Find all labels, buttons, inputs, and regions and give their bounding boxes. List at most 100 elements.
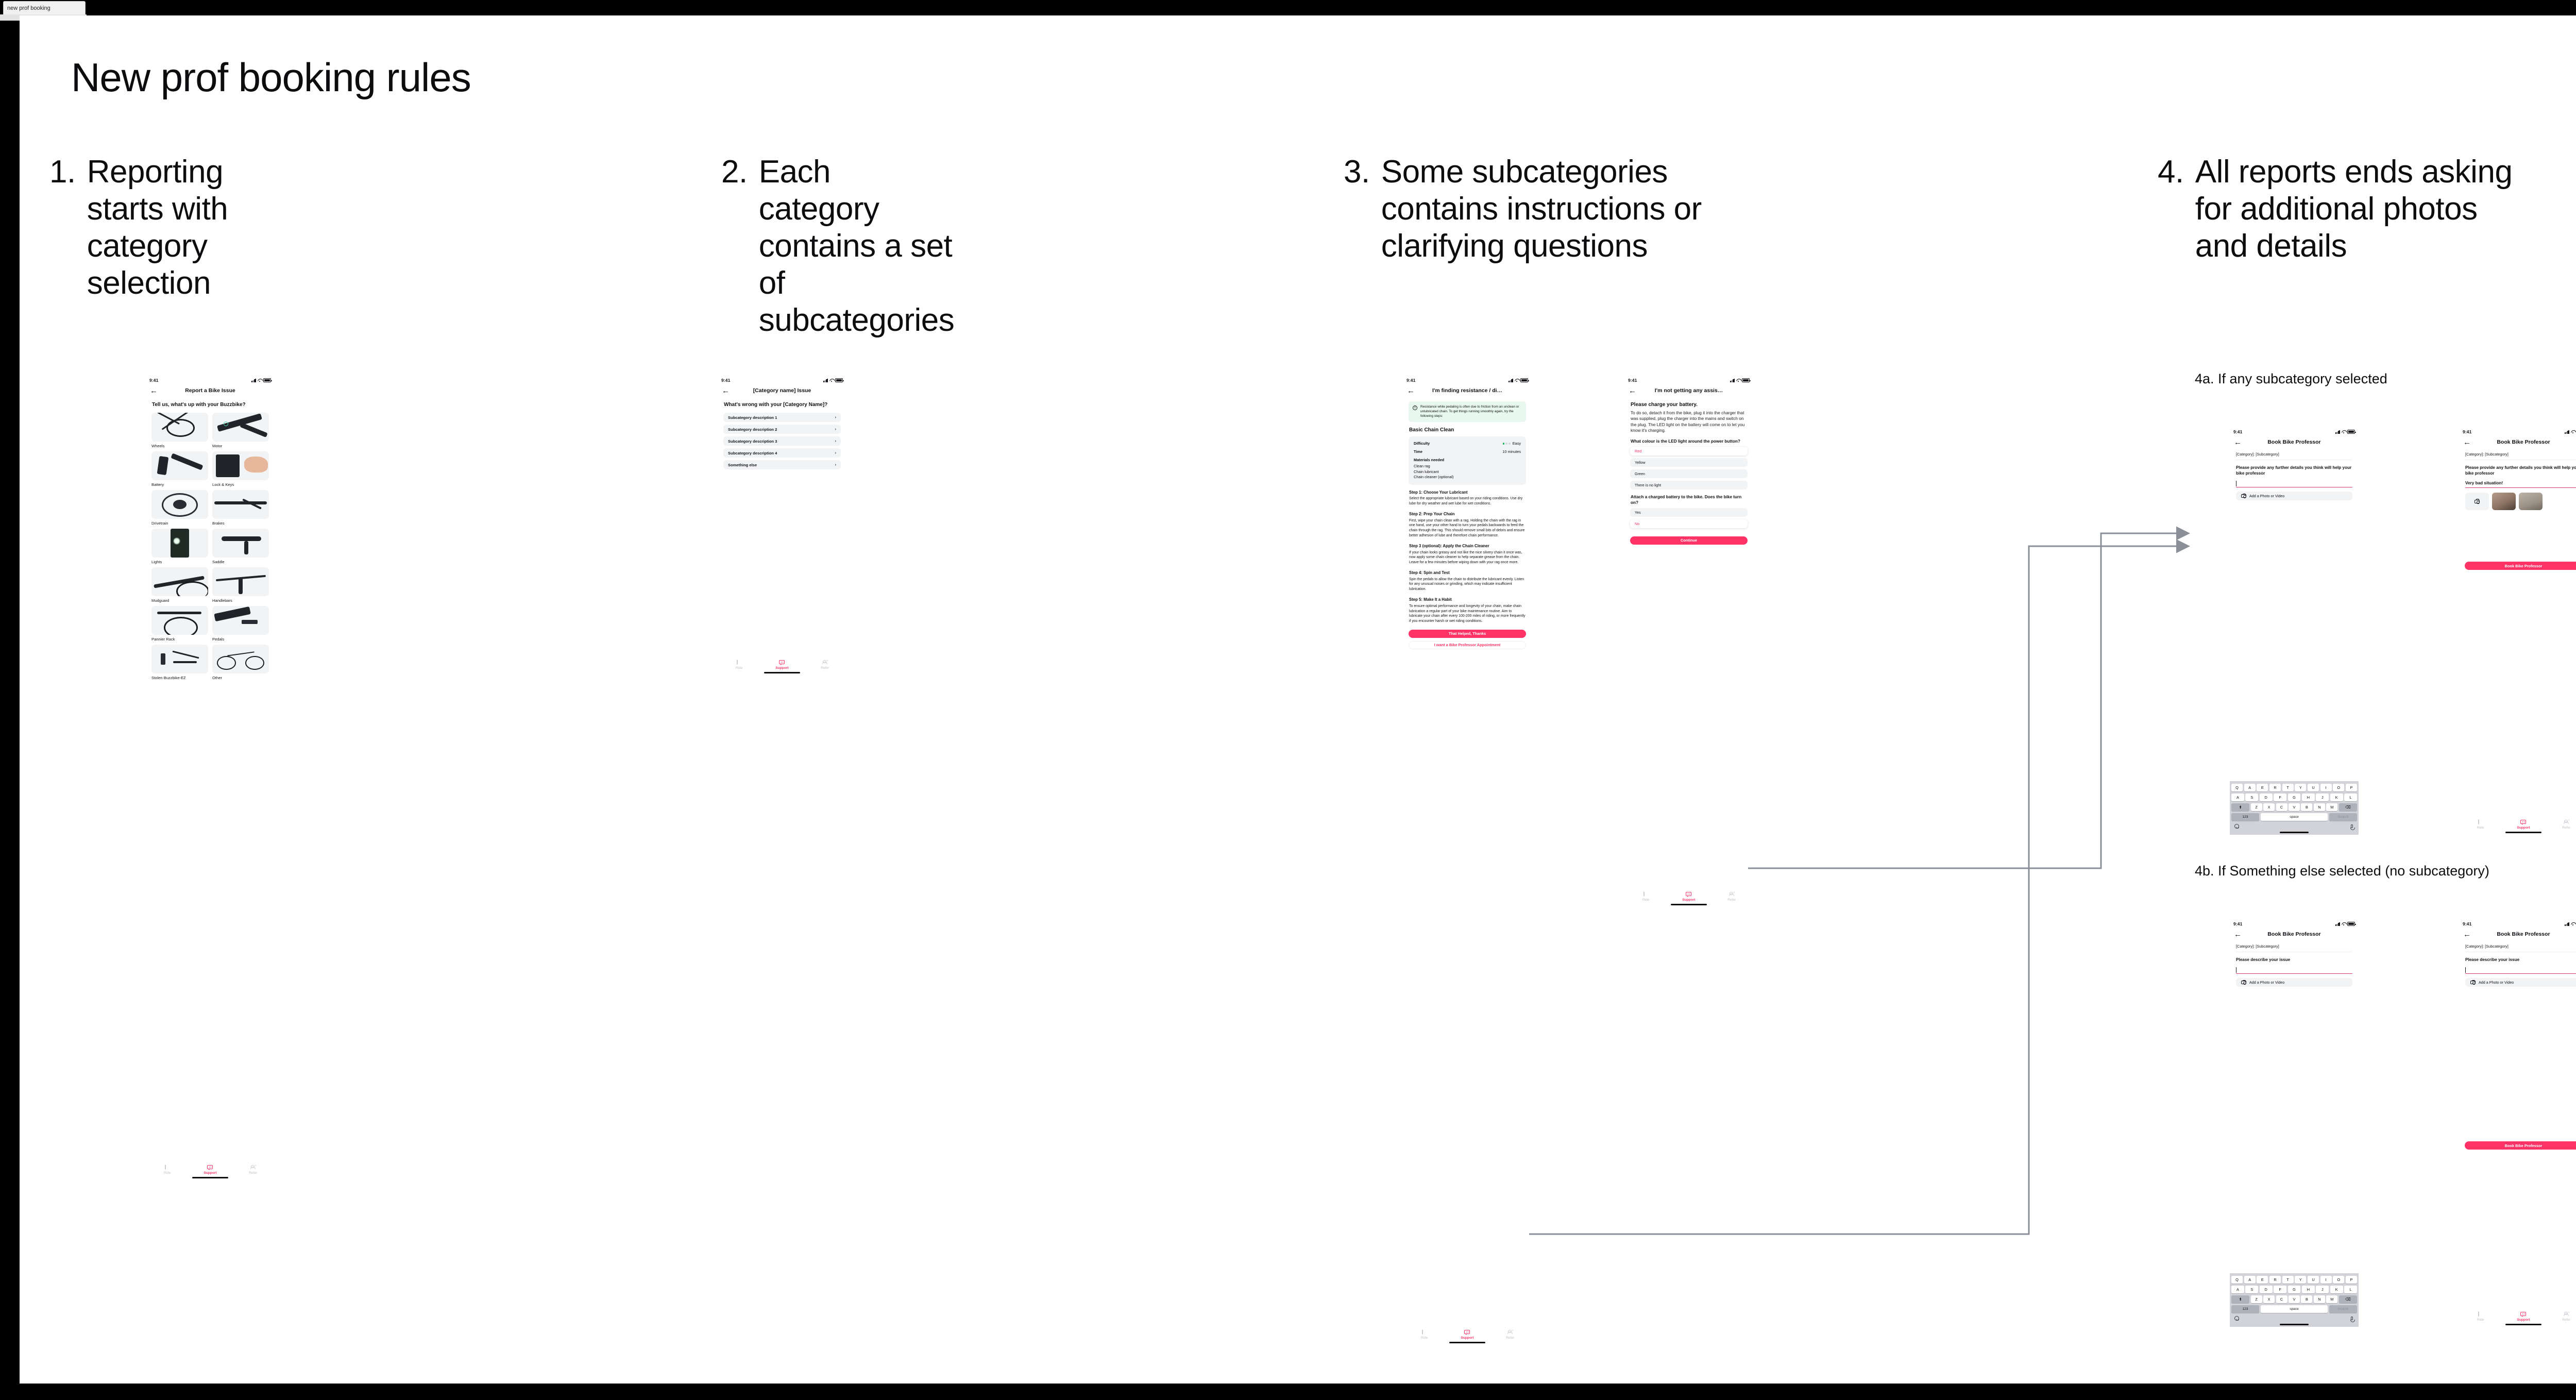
emoji-icon[interactable] [2234, 824, 2240, 829]
key-N[interactable]: N [2313, 803, 2325, 812]
details-input[interactable] [2236, 480, 2352, 488]
search-key[interactable]: Search [2329, 1305, 2357, 1313]
key-Y[interactable]: Y [2295, 784, 2307, 792]
key-F[interactable]: F [2274, 1286, 2287, 1294]
tab-refer[interactable]: +Refer [232, 1164, 275, 1175]
key-G[interactable]: G [2287, 794, 2301, 802]
tab-refer[interactable]: +Refer [2545, 819, 2576, 830]
category-cell[interactable]: Lock & Keys [212, 451, 269, 487]
describe-input[interactable] [2236, 966, 2352, 974]
back-arrow-icon[interactable]: ← [2234, 930, 2242, 939]
key-O[interactable]: O [2333, 784, 2345, 792]
back-arrow-icon[interactable]: ← [722, 386, 730, 395]
key-J[interactable]: J [2316, 1286, 2329, 1294]
tab-support[interactable]: Support [2502, 1311, 2545, 1322]
tab-ride[interactable]: Ride [2459, 1311, 2502, 1322]
category-cell[interactable]: Battery [151, 451, 208, 487]
key-S[interactable]: S [2245, 1286, 2259, 1294]
tab-support[interactable]: Support [2502, 819, 2545, 830]
category-cell[interactable]: Stolen Buzzbike-EZ [151, 645, 208, 680]
tab-support[interactable]: Support [189, 1164, 231, 1175]
search-key[interactable]: Search [2329, 813, 2357, 821]
key-V[interactable]: V [2289, 1295, 2300, 1304]
add-photo-tile[interactable] [2465, 493, 2489, 511]
category-cell[interactable]: Mudguard [151, 567, 208, 603]
key-I[interactable]: I [2320, 1276, 2332, 1284]
add-photo-button[interactable]: Add a Photo or Video [2236, 492, 2352, 501]
category-cell[interactable]: Wheels [151, 413, 208, 448]
tab-support[interactable]: Support [760, 659, 803, 670]
category-cell[interactable]: Handlebars [212, 567, 269, 603]
key-P[interactable]: P [2345, 1276, 2358, 1284]
key-Q[interactable]: Q [2231, 1276, 2243, 1284]
key-R[interactable]: R [2269, 1276, 2281, 1284]
key-S[interactable]: S [2245, 794, 2259, 802]
backspace-key[interactable]: ⌫ [2338, 1295, 2357, 1304]
numbers-key[interactable]: 123 [2231, 1305, 2260, 1313]
microphone-icon[interactable] [2350, 1317, 2355, 1322]
back-arrow-icon[interactable]: ← [2463, 930, 2471, 939]
tab-refer[interactable]: +Refer [804, 659, 846, 670]
key-V[interactable]: V [2289, 803, 2300, 812]
space-key[interactable]: space [2260, 1305, 2328, 1313]
key-E[interactable]: E [2257, 1276, 2268, 1284]
attachment-photo-2[interactable] [2519, 493, 2543, 511]
emoji-icon[interactable] [2234, 1316, 2240, 1321]
continue-button[interactable]: Continue [1630, 536, 1748, 545]
browser-tab[interactable]: new prof booking [3, 1, 86, 14]
subcategory-item[interactable]: Subcategory description 1› [723, 413, 841, 422]
tab-refer[interactable]: +Refer [1710, 891, 1753, 902]
tab-ride[interactable]: Ride [1403, 1329, 1446, 1340]
category-cell[interactable]: Motor [212, 413, 269, 448]
key-U[interactable]: U [2307, 784, 2319, 792]
key-Z[interactable]: Z [2250, 1295, 2262, 1304]
answer-option[interactable]: No [1630, 519, 1748, 528]
shift-key[interactable]: ⬆ [2231, 1295, 2250, 1304]
tab-ride[interactable]: Ride [2459, 819, 2502, 830]
answer-option[interactable]: There is no light [1630, 480, 1748, 490]
key-A[interactable]: A [2231, 1286, 2244, 1294]
subcategory-item[interactable]: Subcategory description 2› [723, 425, 841, 434]
tab-refer[interactable]: +Refer [1489, 1329, 1532, 1340]
book-bike-professor-button[interactable]: Book Bike Professor [2465, 562, 2576, 570]
key-J[interactable]: J [2316, 794, 2329, 802]
answer-option[interactable]: Green [1630, 469, 1748, 478]
shift-key[interactable]: ⬆ [2231, 803, 2250, 812]
key-Z[interactable]: Z [2250, 803, 2262, 812]
category-cell[interactable]: Other [212, 645, 269, 680]
subcategory-item[interactable]: Subcategory description 4› [723, 448, 841, 458]
key-A[interactable]: A [2244, 784, 2256, 792]
key-M[interactable]: M [2326, 803, 2338, 812]
key-A[interactable]: A [2231, 794, 2244, 802]
attachment-photo-1[interactable] [2492, 493, 2516, 511]
key-L[interactable]: L [2344, 1286, 2358, 1294]
key-D[interactable]: D [2259, 794, 2273, 802]
category-cell[interactable]: Saddle [212, 529, 269, 564]
key-N[interactable]: N [2313, 1295, 2325, 1304]
key-T[interactable]: T [2282, 784, 2294, 792]
key-X[interactable]: X [2263, 1295, 2275, 1304]
category-cell[interactable]: Lights [151, 529, 208, 564]
key-O[interactable]: O [2333, 1276, 2345, 1284]
add-photo-button[interactable]: Add a Photo or Video [2465, 978, 2576, 987]
answer-option[interactable]: Red [1630, 446, 1748, 456]
key-F[interactable]: F [2274, 794, 2287, 802]
key-P[interactable]: P [2345, 784, 2358, 792]
tab-ride[interactable]: Ride [718, 659, 760, 670]
key-C[interactable]: C [2276, 1295, 2287, 1304]
category-cell[interactable]: Pedals [212, 606, 269, 642]
numbers-key[interactable]: 123 [2231, 813, 2260, 821]
details-answer[interactable]: Very bad situation! [2465, 481, 2503, 486]
back-arrow-icon[interactable]: ← [150, 386, 158, 395]
backspace-key[interactable]: ⌫ [2338, 803, 2357, 812]
subcategory-item[interactable]: Something else› [723, 460, 841, 469]
category-cell[interactable]: Pannier Rack [151, 606, 208, 642]
category-cell[interactable]: Brakes [212, 490, 269, 526]
key-B[interactable]: B [2301, 803, 2313, 812]
